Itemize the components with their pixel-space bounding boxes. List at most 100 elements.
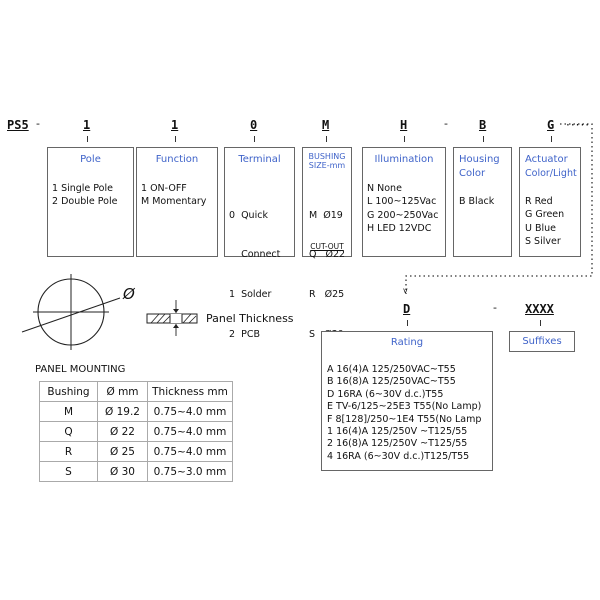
table-row: Q Ø 22 0.75~4.0 mm [39,421,233,442]
option-item: G Green [525,209,565,221]
option-item: N None [367,183,402,194]
rating-item: D 16RA (6~30V d.c.)T55 [327,388,444,400]
option-list: R Red G Green U Blue S Silver [525,195,564,248]
box-pole: Pole 1 Single Pole 2 Double Pole [47,147,134,257]
code-function: 1 [171,118,179,132]
part-prefix: PS5 [7,118,29,132]
table-header: Thickness mm [147,381,233,402]
option-item: 0 Quick [229,209,268,221]
tick-function [175,136,176,142]
box-title: Color/Light [525,168,577,179]
table-cell: Ø 25 [97,441,148,462]
box-terminal: Terminal 0 Quick Connect 1 Solder 2 PCB [224,147,295,340]
box-housing-color: Housing Color B Black [453,147,512,257]
code-bushing: M [322,118,330,132]
table-header: Ø mm [97,381,148,402]
box-bushing: BUSHING SIZE-mm M Ø19 Q Ø22 R Ø25 S Ø30 … [302,147,352,340]
option-list: 0 Quick Connect 1 Solder 2 PCB [229,182,280,368]
table-row: R Ø 25 0.75~4.0 mm [39,441,233,462]
option-list: B Black [459,195,494,208]
panel-mounting-title: PANEL MOUNTING [35,364,126,375]
option-item: 1 Solder [229,289,272,301]
box-title: Actuator [525,154,568,165]
option-item: Connect [229,249,281,261]
box-title: Function [155,154,199,165]
panel-mounting-table: Bushing Ø mm Thickness mm M Ø 19.2 0.75~… [39,381,233,482]
separator-dash: - [493,301,497,314]
tick-rating [407,320,408,326]
option-item: 2 Double Pole [52,196,118,208]
box-actuator-color: Actuator Color/Light R Red G Green U Blu… [519,147,581,257]
table-cell: S [39,461,98,482]
rating-item: F 8[128]/250~1E4 T55(No Lamp [327,413,482,425]
separator-dash: - [36,117,40,130]
tick-pole [87,136,88,142]
option-item: R Ø25 [309,289,345,301]
option-item: B Black [459,196,495,207]
rating-list: A 16(4)A 125/250VAC~T55 B 16(8)A 125/250… [327,364,481,463]
table-cell: Ø 30 [97,461,148,482]
option-list: 1 ON-OFF M Momentary [141,182,206,209]
table-header-row: Bushing Ø mm Thickness mm [39,381,233,402]
table-row: S Ø 30 0.75~3.0 mm [39,461,233,482]
tick-actuator [551,136,552,142]
option-item: M Momentary [141,196,207,208]
table-cell: 0.75~4.0 mm [147,401,233,422]
table-cell: Ø 19.2 [97,401,148,422]
rating-item: 2 16(8)A 125/250V ~T125/55 [327,438,468,450]
table-header: Bushing [39,381,98,402]
rating-item: B 16(8)A 125/250VAC~T55 [327,376,456,388]
box-title: Illumination [374,154,434,165]
option-item: 1 ON-OFF [141,183,187,194]
code-illumination: H [400,118,408,132]
box-title: Color [459,168,486,179]
continuation-dots: ····· [566,118,591,132]
tick-bushing [326,136,327,142]
option-item: S Silver [525,235,561,247]
rating-item: A 16(4)A 125/250VAC~T55 [327,364,456,375]
box-title: Terminal [238,154,281,165]
table-cell: M [39,401,98,422]
box-title: Suffixes [522,336,562,347]
tick-suffixes [540,320,541,326]
diameter-symbol: Ø [123,285,135,303]
option-item: 1 Single Pole [52,183,113,194]
option-list: 1 Single Pole 2 Double Pole [52,182,117,209]
code-actuator: G [547,118,555,132]
option-item: Q Ø22 [309,249,346,261]
tick-illumination [404,136,405,142]
code-terminal: 0 [250,118,258,132]
table-cell: Q [39,421,98,442]
option-item: 2 PCB [229,329,260,341]
box-title: BUSHING [308,152,346,161]
option-item: G 200~250Vac [367,209,439,221]
rating-item: 4 16RA (6~30V d.c.)T125/T55 [327,450,470,462]
table-row: M Ø 19.2 0.75~4.0 mm [39,401,233,422]
table-cell: R [39,441,98,462]
option-item: M Ø19 [309,209,343,221]
panel-thickness-label: Panel Thickness [206,312,294,325]
option-item: U Blue [525,222,556,234]
cutout-label: CUT-OUT [310,242,344,251]
table-cell: Ø 22 [97,421,148,442]
code-rating: D [403,302,411,316]
box-illumination: Illumination N None L 100~125Vac G 200~2… [362,147,446,257]
box-function: Function 1 ON-OFF M Momentary [136,147,218,257]
option-item: H LED 12VDC [367,222,432,234]
code-pole: 1 [83,118,91,132]
code-suffixes: XXXX [525,302,554,316]
box-title: Pole [80,154,101,165]
box-title: Rating [390,337,424,348]
box-suffixes: Suffixes [509,331,575,352]
table-cell: 0.75~3.0 mm [147,461,233,482]
rating-item: E TV-6/125~25E3 T55(No Lamp) [327,401,482,413]
tick-terminal [254,136,255,142]
code-housing: B [479,118,487,132]
separator-dash: - [444,117,448,130]
option-list: N None L 100~125Vac G 200~250Vac H LED 1… [367,182,438,235]
box-title: Housing [459,154,500,165]
rating-item: 1 16(4)A 125/250V ~T125/55 [327,426,468,438]
tick-housing [483,136,484,142]
option-item: L 100~125Vac [367,196,437,208]
